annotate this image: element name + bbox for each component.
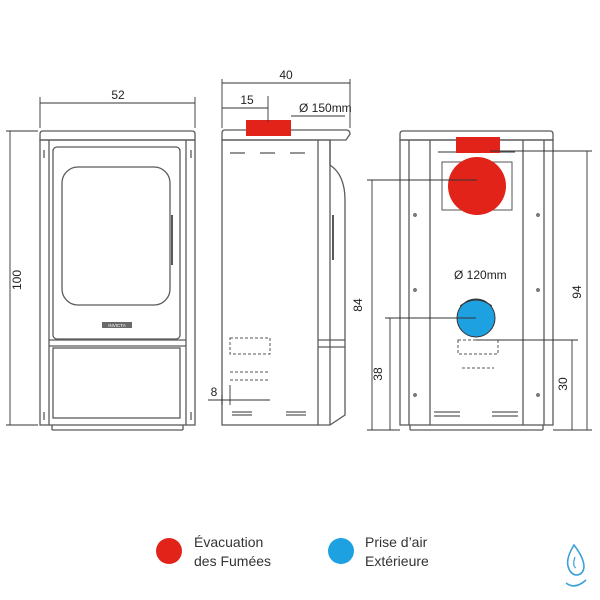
air-inlet-rim <box>459 299 493 307</box>
side-air-inlet-outline <box>229 337 271 381</box>
side-depth-label: 40 <box>279 68 293 82</box>
front-width-dimension <box>39 97 196 128</box>
lower-left-height-label: 38 <box>371 367 385 381</box>
side-view <box>221 129 351 426</box>
flue-offset-label: 15 <box>240 93 254 107</box>
front-width-label: 52 <box>111 88 125 102</box>
legend-air-line2: Extérieure <box>365 553 429 569</box>
water-drop-icon <box>565 543 587 587</box>
side-flue-outlet <box>246 120 291 136</box>
front-height-dimension <box>6 130 38 426</box>
lower-right-height-label: 30 <box>556 377 570 391</box>
lower-inlet-outline <box>457 339 499 369</box>
legend-flue-swatch <box>156 538 182 564</box>
legend-flue-line1: Évacuation <box>194 534 263 550</box>
side-depth-dimension <box>221 79 351 128</box>
flue-outlet-circle <box>448 157 506 215</box>
front-view <box>39 130 196 431</box>
legend-air-swatch <box>328 538 354 564</box>
air-inlet-height-label: 84 <box>351 298 365 312</box>
legend-flue-line2: des Fumées <box>194 553 271 569</box>
rear-left-dimensions <box>367 179 477 431</box>
rear-view <box>399 130 554 431</box>
legend-air-line1: Prise d’air <box>365 534 428 550</box>
flue-diameter-label: Ø 150mm <box>299 101 352 115</box>
side-bottom-offset-label: 8 <box>211 385 218 399</box>
brand-logo: INVICTA <box>108 323 125 328</box>
brand-plate <box>102 322 132 328</box>
rear-flue-plate <box>456 137 500 153</box>
rear-right-dimensions <box>476 150 592 431</box>
flue-offset-dimension <box>222 96 269 122</box>
side-bottom-offset-dimension <box>208 385 270 405</box>
flue-height-label: 94 <box>570 285 584 299</box>
front-height-label: 100 <box>10 270 24 290</box>
air-inlet-diameter-label: Ø 120mm <box>454 268 507 282</box>
legend: Évacuation des Fumées Prise d’air Extéri… <box>156 534 429 569</box>
